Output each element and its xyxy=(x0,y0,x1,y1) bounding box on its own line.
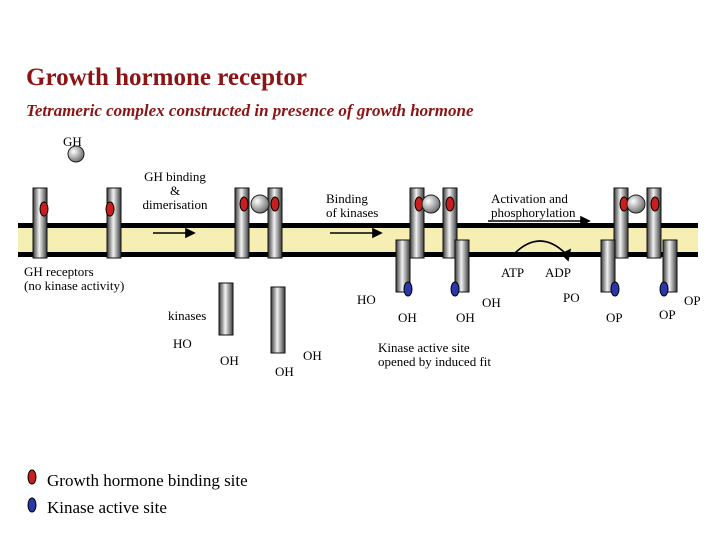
kinase-4 xyxy=(454,239,470,293)
legend-kinase-site: Kinase active site xyxy=(47,498,167,517)
gh-binding-site-1 xyxy=(39,201,49,217)
op-label-2: OP xyxy=(659,307,676,322)
receptor-layer xyxy=(32,187,678,354)
gh-receptor-1 xyxy=(32,187,48,259)
kinase-2 xyxy=(270,286,286,354)
cell-membrane xyxy=(18,223,698,257)
kinase-active-site-4 xyxy=(659,281,669,297)
kinase-6 xyxy=(662,239,678,293)
binding-kinases-line1: Binding xyxy=(326,191,368,206)
legend-binding-marker xyxy=(27,469,37,485)
gh-binding-line1: GH binding xyxy=(144,169,206,184)
gh-binding-site-4 xyxy=(270,196,280,212)
adp-label: ADP xyxy=(545,265,572,280)
oh-label-1: OH xyxy=(220,353,239,368)
activation-line1: Activation and xyxy=(491,191,568,206)
gh-binding-site-3 xyxy=(239,196,249,212)
op-label-3: OP xyxy=(684,293,701,308)
gh-binding-label: GH binding & dimerisation xyxy=(130,170,220,212)
atp-label: ATP xyxy=(501,265,525,280)
active-site-line2: opened by induced fit xyxy=(378,354,491,369)
oh-label-2: OH xyxy=(275,364,294,379)
receptors-line1: GH receptors xyxy=(24,264,94,279)
kinase-3 xyxy=(395,239,411,293)
gh-binding-line2: & xyxy=(169,183,181,198)
bound-hormone-2 xyxy=(421,194,441,214)
binding-kinases-line2: of kinases xyxy=(326,205,379,220)
oh-label-4: OH xyxy=(398,310,417,325)
bound-hormone-3 xyxy=(626,194,646,214)
activation-label: Activation and phosphorylation xyxy=(491,192,576,220)
kinase-active-site-2 xyxy=(450,281,460,297)
kinase-5 xyxy=(600,239,616,293)
activation-line2: phosphorylation xyxy=(491,205,576,220)
growth-hormone-molecule xyxy=(67,145,85,163)
process-arrows xyxy=(153,215,591,262)
active-site-label: Kinase active site opened by induced fit xyxy=(378,341,491,369)
binding-kinases-label: Binding of kinases xyxy=(326,192,378,220)
gh-binding-site-6 xyxy=(445,196,455,212)
kinase-active-site-3 xyxy=(610,281,620,297)
kinase-1 xyxy=(218,282,234,336)
gh-receptor-2 xyxy=(106,187,122,259)
oh-label-3: OH xyxy=(303,348,322,363)
oh-label-5: OH xyxy=(456,310,475,325)
oh-label-6: OH xyxy=(482,295,501,310)
legend-binding-site: Growth hormone binding site xyxy=(47,471,248,490)
bound-hormone-1 xyxy=(250,194,270,214)
kinase-active-site-1 xyxy=(403,281,413,297)
receptors-line2: (no kinase activity) xyxy=(24,278,125,293)
gh-binding-line3: dimerisation xyxy=(142,197,208,212)
ho-label-1: HO xyxy=(173,336,192,351)
kinases-label: kinases xyxy=(168,308,207,323)
page-title: Growth hormone receptor xyxy=(26,64,307,91)
receptors-label: GH receptors (no kinase activity) xyxy=(24,265,124,293)
page-subtitle: Tetrameric complex constructed in presen… xyxy=(26,101,474,120)
op-label-1: OP xyxy=(606,310,623,325)
po-label: PO xyxy=(563,290,580,305)
gh-binding-site-2 xyxy=(105,201,115,217)
gh-binding-site-8 xyxy=(650,196,660,212)
ho-label-2: HO xyxy=(357,292,376,307)
legend-kinase-marker xyxy=(27,497,37,513)
gh-label: GH xyxy=(63,134,82,149)
active-site-line1: Kinase active site xyxy=(378,340,470,355)
site-layer xyxy=(39,196,669,297)
